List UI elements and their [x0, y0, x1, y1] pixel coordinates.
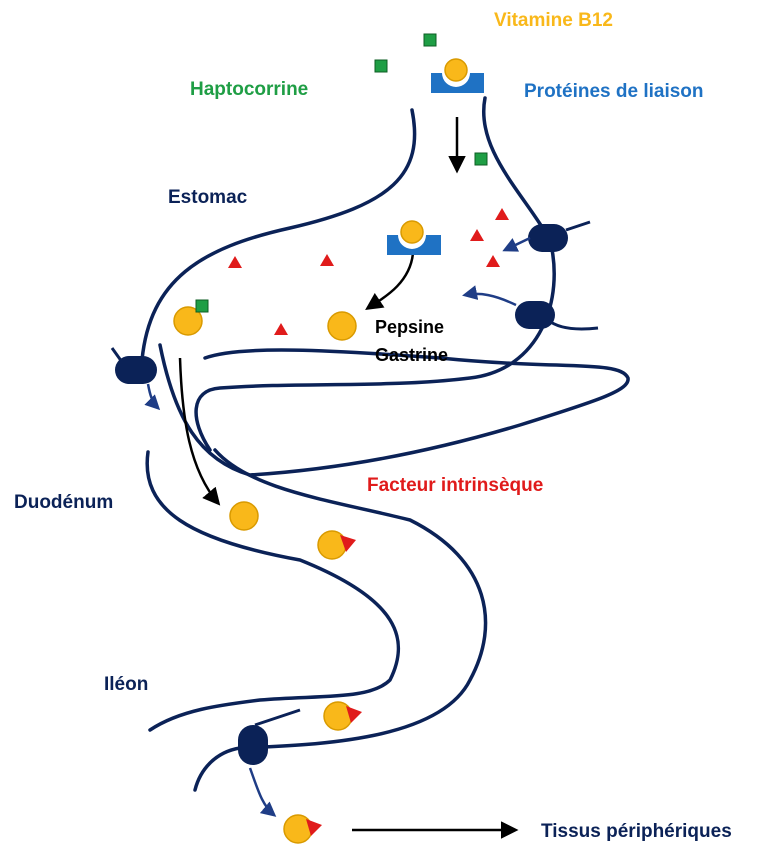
intestine-outline — [147, 450, 485, 790]
b12-intrinsic-factor-complex — [318, 531, 356, 559]
binding-protein-with-b12-top — [431, 59, 484, 93]
free-b12-duodenum — [230, 502, 258, 530]
intrinsic-factor-triangle — [495, 208, 509, 220]
label-vitamin-b12: Vitamine B12 — [494, 10, 613, 31]
intrinsic-factor-triangle — [486, 255, 500, 267]
receptor-stomach-left — [112, 348, 157, 384]
label-peripheral-tissues: Tissus périphériques — [541, 821, 732, 842]
haptocorrin-square — [424, 34, 436, 46]
haptocorrin-square — [475, 153, 487, 165]
arrow-left-receptor-out — [148, 384, 158, 408]
label-duodenum: Duodénum — [14, 492, 113, 513]
intrinsic-factor-triangle — [228, 256, 242, 268]
arrow-secretion-upper — [505, 238, 530, 250]
label-binding-proteins: Protéines de liaison — [524, 81, 704, 102]
receptor-stomach-right-lower — [515, 301, 598, 329]
stomach-outline — [142, 98, 554, 450]
arrow-release-b12 — [368, 253, 413, 308]
free-b12-stomach — [328, 312, 356, 340]
receptor-ileum — [238, 710, 300, 765]
label-haptocorrin: Haptocorrine — [190, 79, 308, 100]
b12-intrinsic-factor-complex — [324, 702, 362, 730]
intrinsic-factor-triangle — [470, 229, 484, 241]
binding-protein-with-b12-stomach — [387, 221, 441, 255]
b12-haptocorrin-complex — [174, 300, 208, 335]
label-gastrin: Gastrine — [375, 345, 448, 365]
label-pepsin: Pepsine — [375, 317, 444, 337]
intrinsic-factor-triangle — [274, 323, 288, 335]
arrow-ileum-out — [250, 768, 274, 815]
label-ileum: Iléon — [104, 674, 148, 695]
haptocorrin-square — [375, 60, 387, 72]
arrow-secretion-lower — [465, 294, 516, 305]
label-stomach: Estomac — [168, 187, 248, 208]
intrinsic-factor-triangle — [320, 254, 334, 266]
b12-intrinsic-factor-complex — [284, 815, 322, 843]
label-intrinsic-factor: Facteur intrinsèque — [367, 475, 543, 496]
receptor-stomach-right-upper — [528, 222, 590, 252]
